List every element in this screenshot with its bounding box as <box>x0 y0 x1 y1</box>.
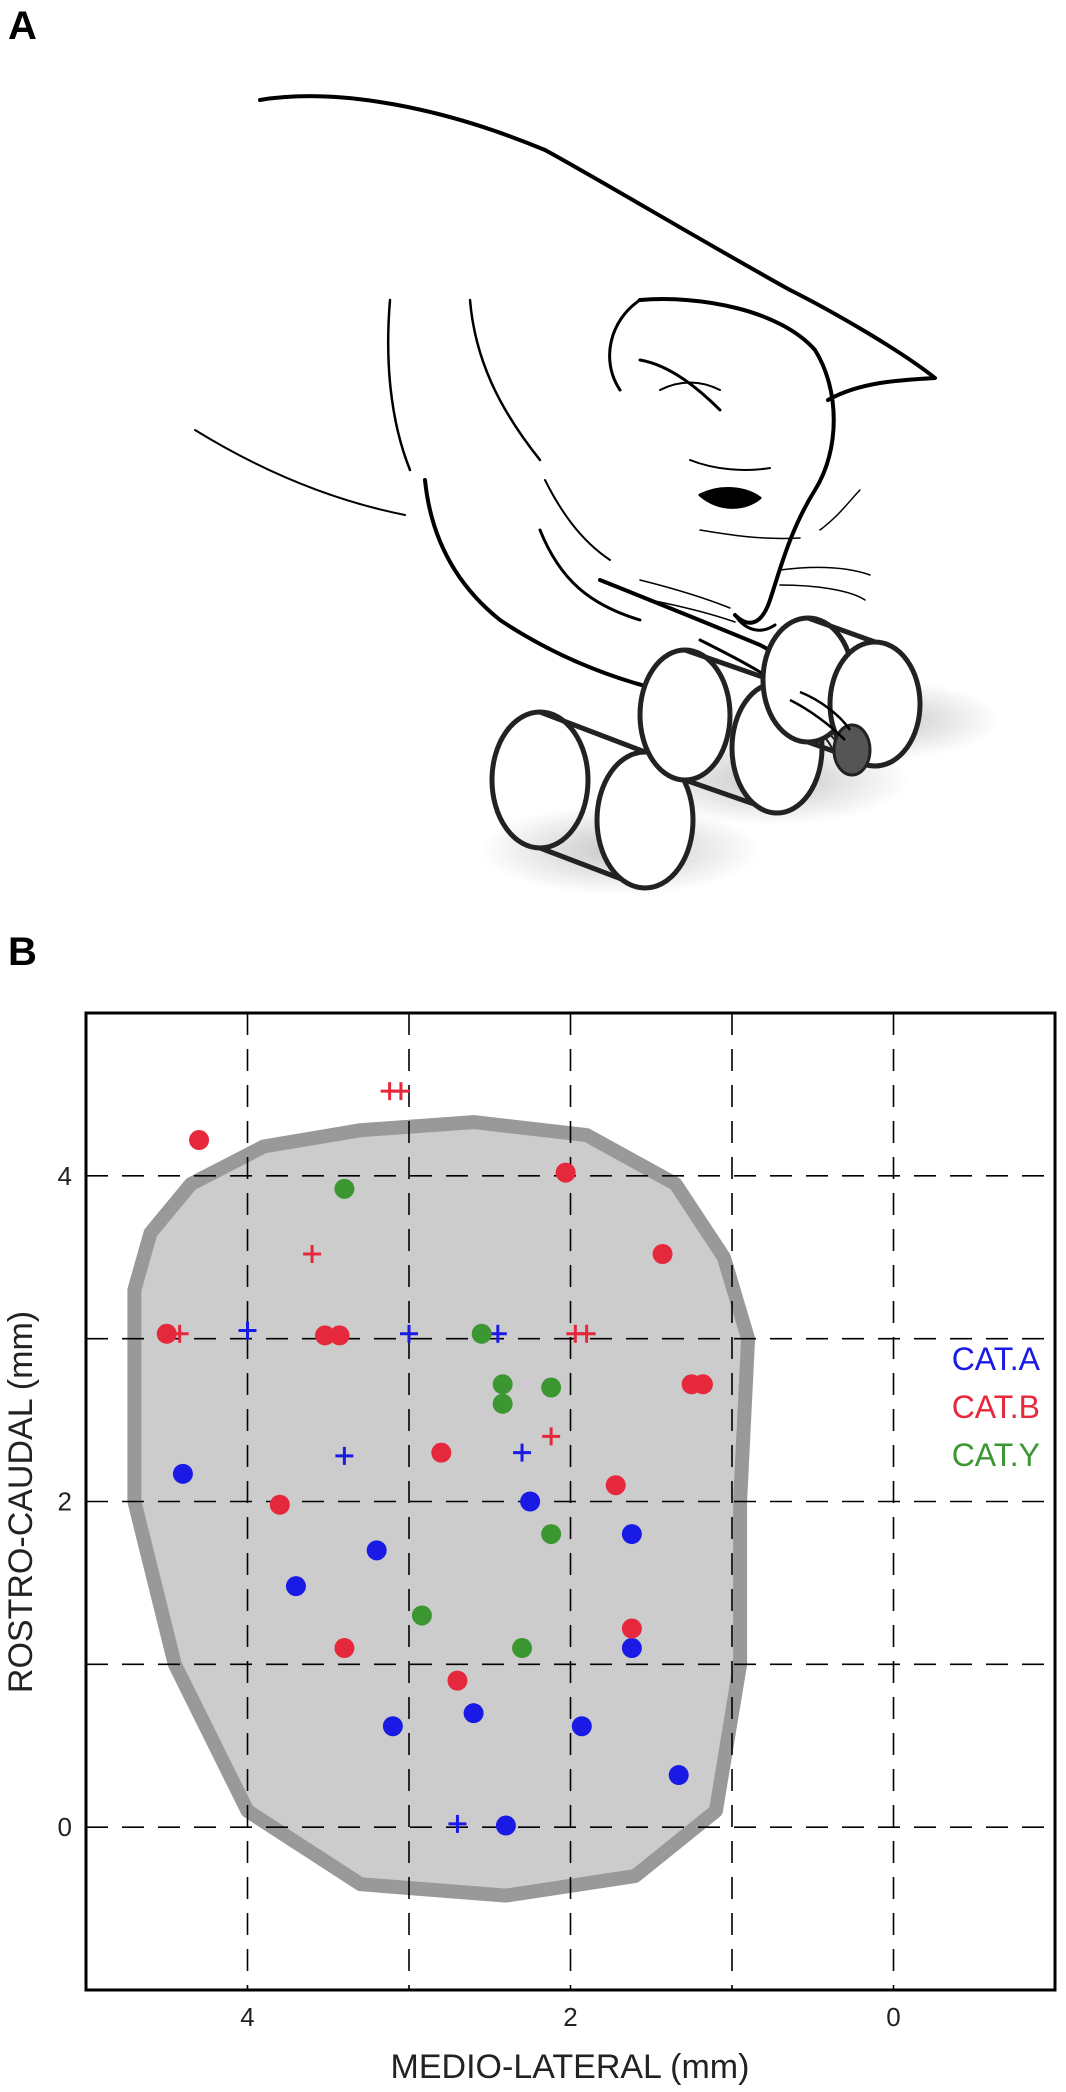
y-tick-label: 2 <box>58 1487 72 1517</box>
data-point-dot <box>156 1323 177 1344</box>
data-point-cross <box>335 1446 354 1465</box>
tube-3-inner <box>832 723 872 777</box>
data-point-dot <box>492 1374 513 1395</box>
data-point-dot <box>605 1475 626 1496</box>
data-point-dot <box>285 1576 306 1597</box>
legend-entry: CAT.B <box>952 1389 1040 1425</box>
data-point-dot <box>541 1524 562 1545</box>
panel-label-a: A <box>8 4 37 48</box>
shaded-region <box>127 1115 756 1903</box>
data-point-dot <box>172 1463 193 1484</box>
data-point-dot <box>334 1178 355 1199</box>
data-point-dot <box>463 1703 484 1724</box>
scatter-chart: 4 2 0 0 2 4 CAT.A CAT.B CAT.Y MEDIO-LATERAL (mm… <box>2 1011 1057 2086</box>
data-point-dot <box>512 1638 533 1659</box>
data-point-dot <box>555 1162 576 1183</box>
tubes <box>489 615 923 891</box>
x-tick-label: 0 <box>886 2002 900 2032</box>
data-point-dot <box>447 1670 468 1691</box>
data-point-dot <box>382 1716 403 1737</box>
legend-entry: CAT.A <box>952 1341 1041 1377</box>
x-axis-label: MEDIO-LATERAL (mm) <box>391 2048 750 2086</box>
y-tick-label: 0 <box>58 1812 72 1842</box>
cat-reaching-illustration <box>194 94 1000 895</box>
data-point-dot <box>492 1393 513 1414</box>
data-point-dot <box>621 1638 642 1659</box>
data-point-cross <box>488 1324 507 1343</box>
data-point-cross <box>400 1324 418 1343</box>
data-point-dot <box>366 1540 387 1561</box>
x-tick-label: 2 <box>563 2002 577 2032</box>
data-point-cross <box>238 1321 257 1340</box>
data-point-dot <box>668 1765 689 1786</box>
data-point-cross <box>513 1443 532 1462</box>
data-point-dot <box>411 1605 432 1626</box>
data-point-dot <box>621 1524 642 1545</box>
data-point-cross <box>303 1244 322 1263</box>
data-point-dot <box>541 1377 562 1398</box>
panel-label-b: B <box>8 930 37 974</box>
data-point-cross <box>542 1427 561 1446</box>
data-point-dot <box>189 1130 210 1151</box>
data-point-cross <box>170 1324 189 1343</box>
y-tick-label: 4 <box>58 1161 72 1191</box>
data-point-dot <box>334 1638 355 1659</box>
data-point-dot <box>652 1243 673 1264</box>
x-tick-label: 4 <box>240 2002 254 2032</box>
tube-1-front <box>594 749 696 891</box>
data-point-dot <box>431 1442 452 1463</box>
data-point-dot <box>315 1325 336 1346</box>
data-point-dot <box>692 1374 713 1395</box>
data-point-dot <box>571 1716 592 1737</box>
data-point-dot <box>621 1618 642 1639</box>
tube-2-rear <box>637 647 733 783</box>
data-point-dot <box>269 1494 290 1515</box>
data-point-cross <box>391 1082 410 1101</box>
data-point-cross <box>448 1814 467 1833</box>
data-point-dot <box>329 1325 350 1346</box>
data-point-cross <box>577 1324 596 1343</box>
data-point-dot <box>520 1491 541 1512</box>
legend-entry: CAT.Y <box>952 1437 1040 1473</box>
data-point-dot <box>471 1323 492 1344</box>
y-axis-label: ROSTRO-CAUDAL (mm) <box>2 1311 40 1693</box>
data-point-dot <box>495 1815 516 1836</box>
